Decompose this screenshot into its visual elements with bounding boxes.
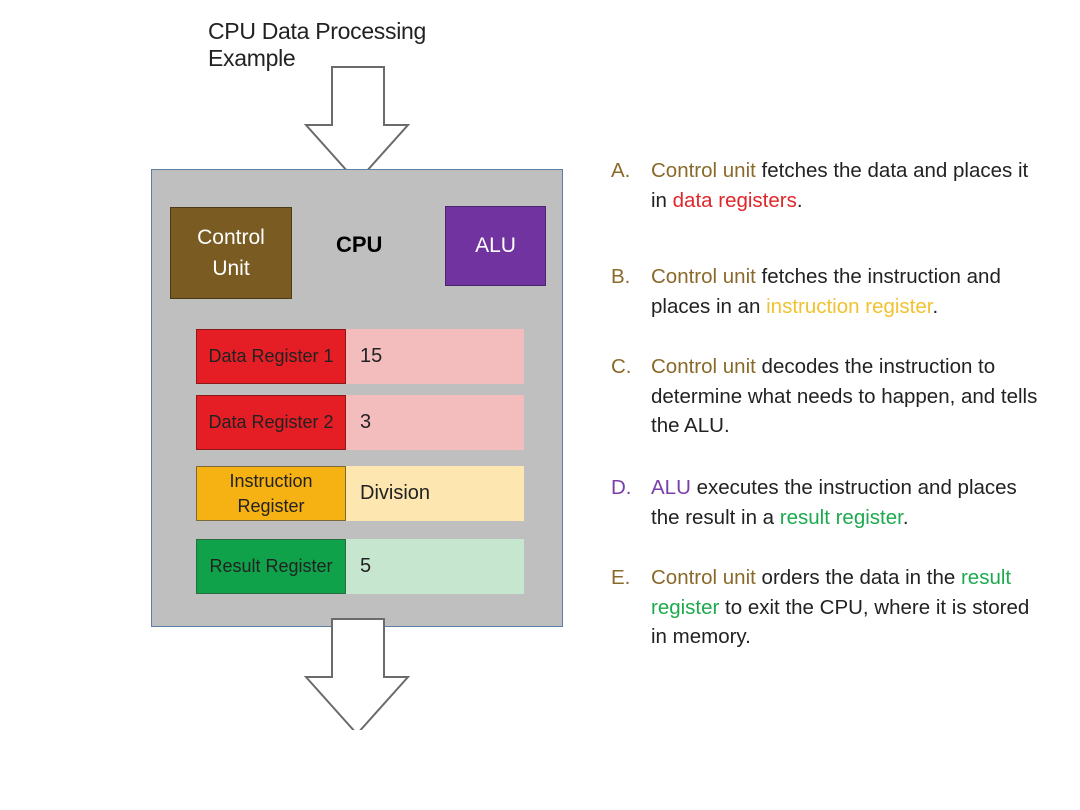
step-e-letter: E. <box>611 566 631 589</box>
data-register-1-value: 15 <box>346 329 524 384</box>
instruction-register-row: Instruction Register Division <box>196 466 524 521</box>
step-a-keyword-data-registers: data registers <box>672 188 797 212</box>
output-arrow-icon <box>304 618 410 730</box>
step-d-period: . <box>902 505 909 529</box>
cpu-label: CPU <box>336 232 383 257</box>
step-d-letter: D. <box>611 476 632 499</box>
step-c-text: Control unit decodes the instruction to … <box>651 352 1041 441</box>
step-a: A. Control unit fetches the data and pla… <box>611 156 1041 215</box>
instruction-register-label-line1: Instruction <box>229 470 313 491</box>
step-b-letter: B. <box>611 265 631 288</box>
step-d-text: ALU executes the instruction and places … <box>651 473 1041 532</box>
step-a-keyword-control-unit: Control unit <box>651 159 756 182</box>
data-register-2-row: Data Register 2 3 <box>196 395 524 450</box>
step-c-text-part: decodes the instruction to determine wha… <box>651 355 1038 437</box>
step-e-text: Control unit orders the data in the resu… <box>651 563 1041 652</box>
step-d-keyword-result-register: result register <box>779 505 903 529</box>
step-d-keyword-alu: ALU <box>651 476 691 499</box>
alu-label: ALU <box>475 234 516 257</box>
step-d: D. ALU executes the instruction and plac… <box>611 473 1041 532</box>
step-d-text-part: executes the instruction and places the … <box>651 476 1017 529</box>
cpu-box: Control Unit CPU ALU Data Register 1 15 … <box>151 169 563 627</box>
diagram-title: CPU Data Processing Example <box>208 18 426 71</box>
step-c: C. Control unit decodes the instruction … <box>611 352 1041 441</box>
data-register-1-label: Data Register 1 <box>196 329 346 384</box>
step-b-keyword-instruction-register: instruction register <box>766 294 933 318</box>
instruction-register-value: Division <box>346 466 524 521</box>
control-unit-box: Control Unit <box>170 207 292 299</box>
result-register-row: Result Register 5 <box>196 539 524 594</box>
result-register-value: 5 <box>346 539 524 594</box>
step-a-period: . <box>796 188 803 212</box>
data-register-2-value: 3 <box>346 395 524 450</box>
step-b-text-part: fetches the instruction and places in an <box>651 265 1001 318</box>
step-b: B. Control unit fetches the instruction … <box>611 262 1041 321</box>
step-b-keyword-control-unit: Control unit <box>651 265 756 288</box>
input-arrow-icon <box>304 66 410 184</box>
step-a-letter: A. <box>611 159 631 182</box>
instruction-register-label-line2: Register <box>237 495 305 516</box>
step-b-period: . <box>932 294 939 318</box>
step-e-text-part: orders the data in the <box>755 566 961 589</box>
step-a-text-part: fetches the data and places it in <box>651 159 1029 212</box>
step-e: E. Control unit orders the data in the r… <box>611 563 1041 652</box>
step-c-keyword-control-unit: Control unit <box>651 355 756 378</box>
step-a-text: Control unit fetches the data and places… <box>651 156 1041 215</box>
step-e-keyword-result-register: result register <box>651 566 1012 619</box>
alu-box: ALU <box>445 206 546 286</box>
step-c-letter: C. <box>611 355 632 378</box>
step-e-keyword-control-unit: Control unit <box>651 566 756 589</box>
control-unit-label-line2: Unit <box>212 257 250 280</box>
data-register-1-row: Data Register 1 15 <box>196 329 524 384</box>
step-e-text-part-2: to exit the CPU, where it is stored in m… <box>651 595 1030 649</box>
instruction-register-label: Instruction Register <box>196 466 346 521</box>
control-unit-label-line1: Control <box>197 226 265 249</box>
step-b-text: Control unit fetches the instruction and… <box>651 262 1041 321</box>
result-register-label: Result Register <box>196 539 346 594</box>
data-register-2-label: Data Register 2 <box>196 395 346 450</box>
